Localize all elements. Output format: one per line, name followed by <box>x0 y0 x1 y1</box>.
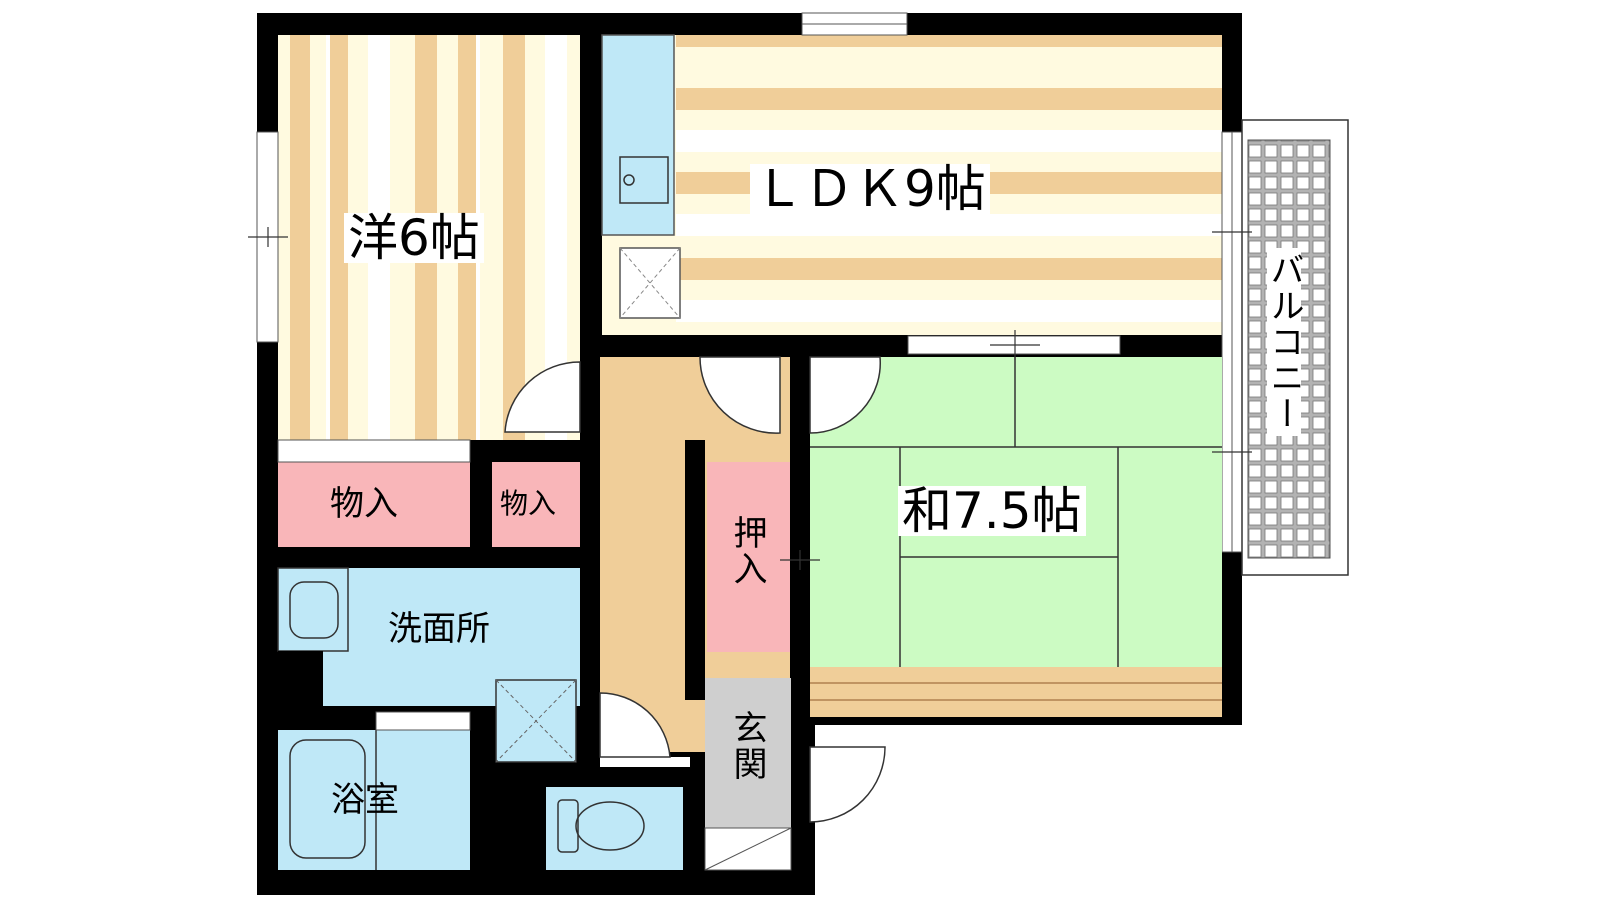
western-room-label: 洋6帖 <box>344 213 484 263</box>
closet-left <box>278 462 470 547</box>
entrance-label: 玄関 <box>727 710 767 782</box>
japanese-room-label: 和7.5帖 <box>898 486 1086 536</box>
oshiire <box>707 462 790 652</box>
balcony-label: バルコニー <box>1264 248 1304 436</box>
bath <box>278 711 471 870</box>
entrance <box>704 678 792 871</box>
oshiire-label: 押入 <box>727 515 767 587</box>
ldk-room <box>601 34 1222 335</box>
washroom-label: 洗面所 <box>388 609 490 649</box>
ldk-room-label: ＬＤＫ9帖 <box>750 164 990 214</box>
washroom <box>277 567 580 763</box>
closet-right-label: 物入 <box>500 487 557 520</box>
closet-right <box>492 462 580 547</box>
bath-label: 浴室 <box>331 780 399 820</box>
toilet <box>546 787 683 870</box>
cross-markers <box>248 227 1252 570</box>
closet-left-label: 物入 <box>330 484 398 524</box>
hallway-wall <box>685 440 705 700</box>
door-swings <box>504 356 886 823</box>
